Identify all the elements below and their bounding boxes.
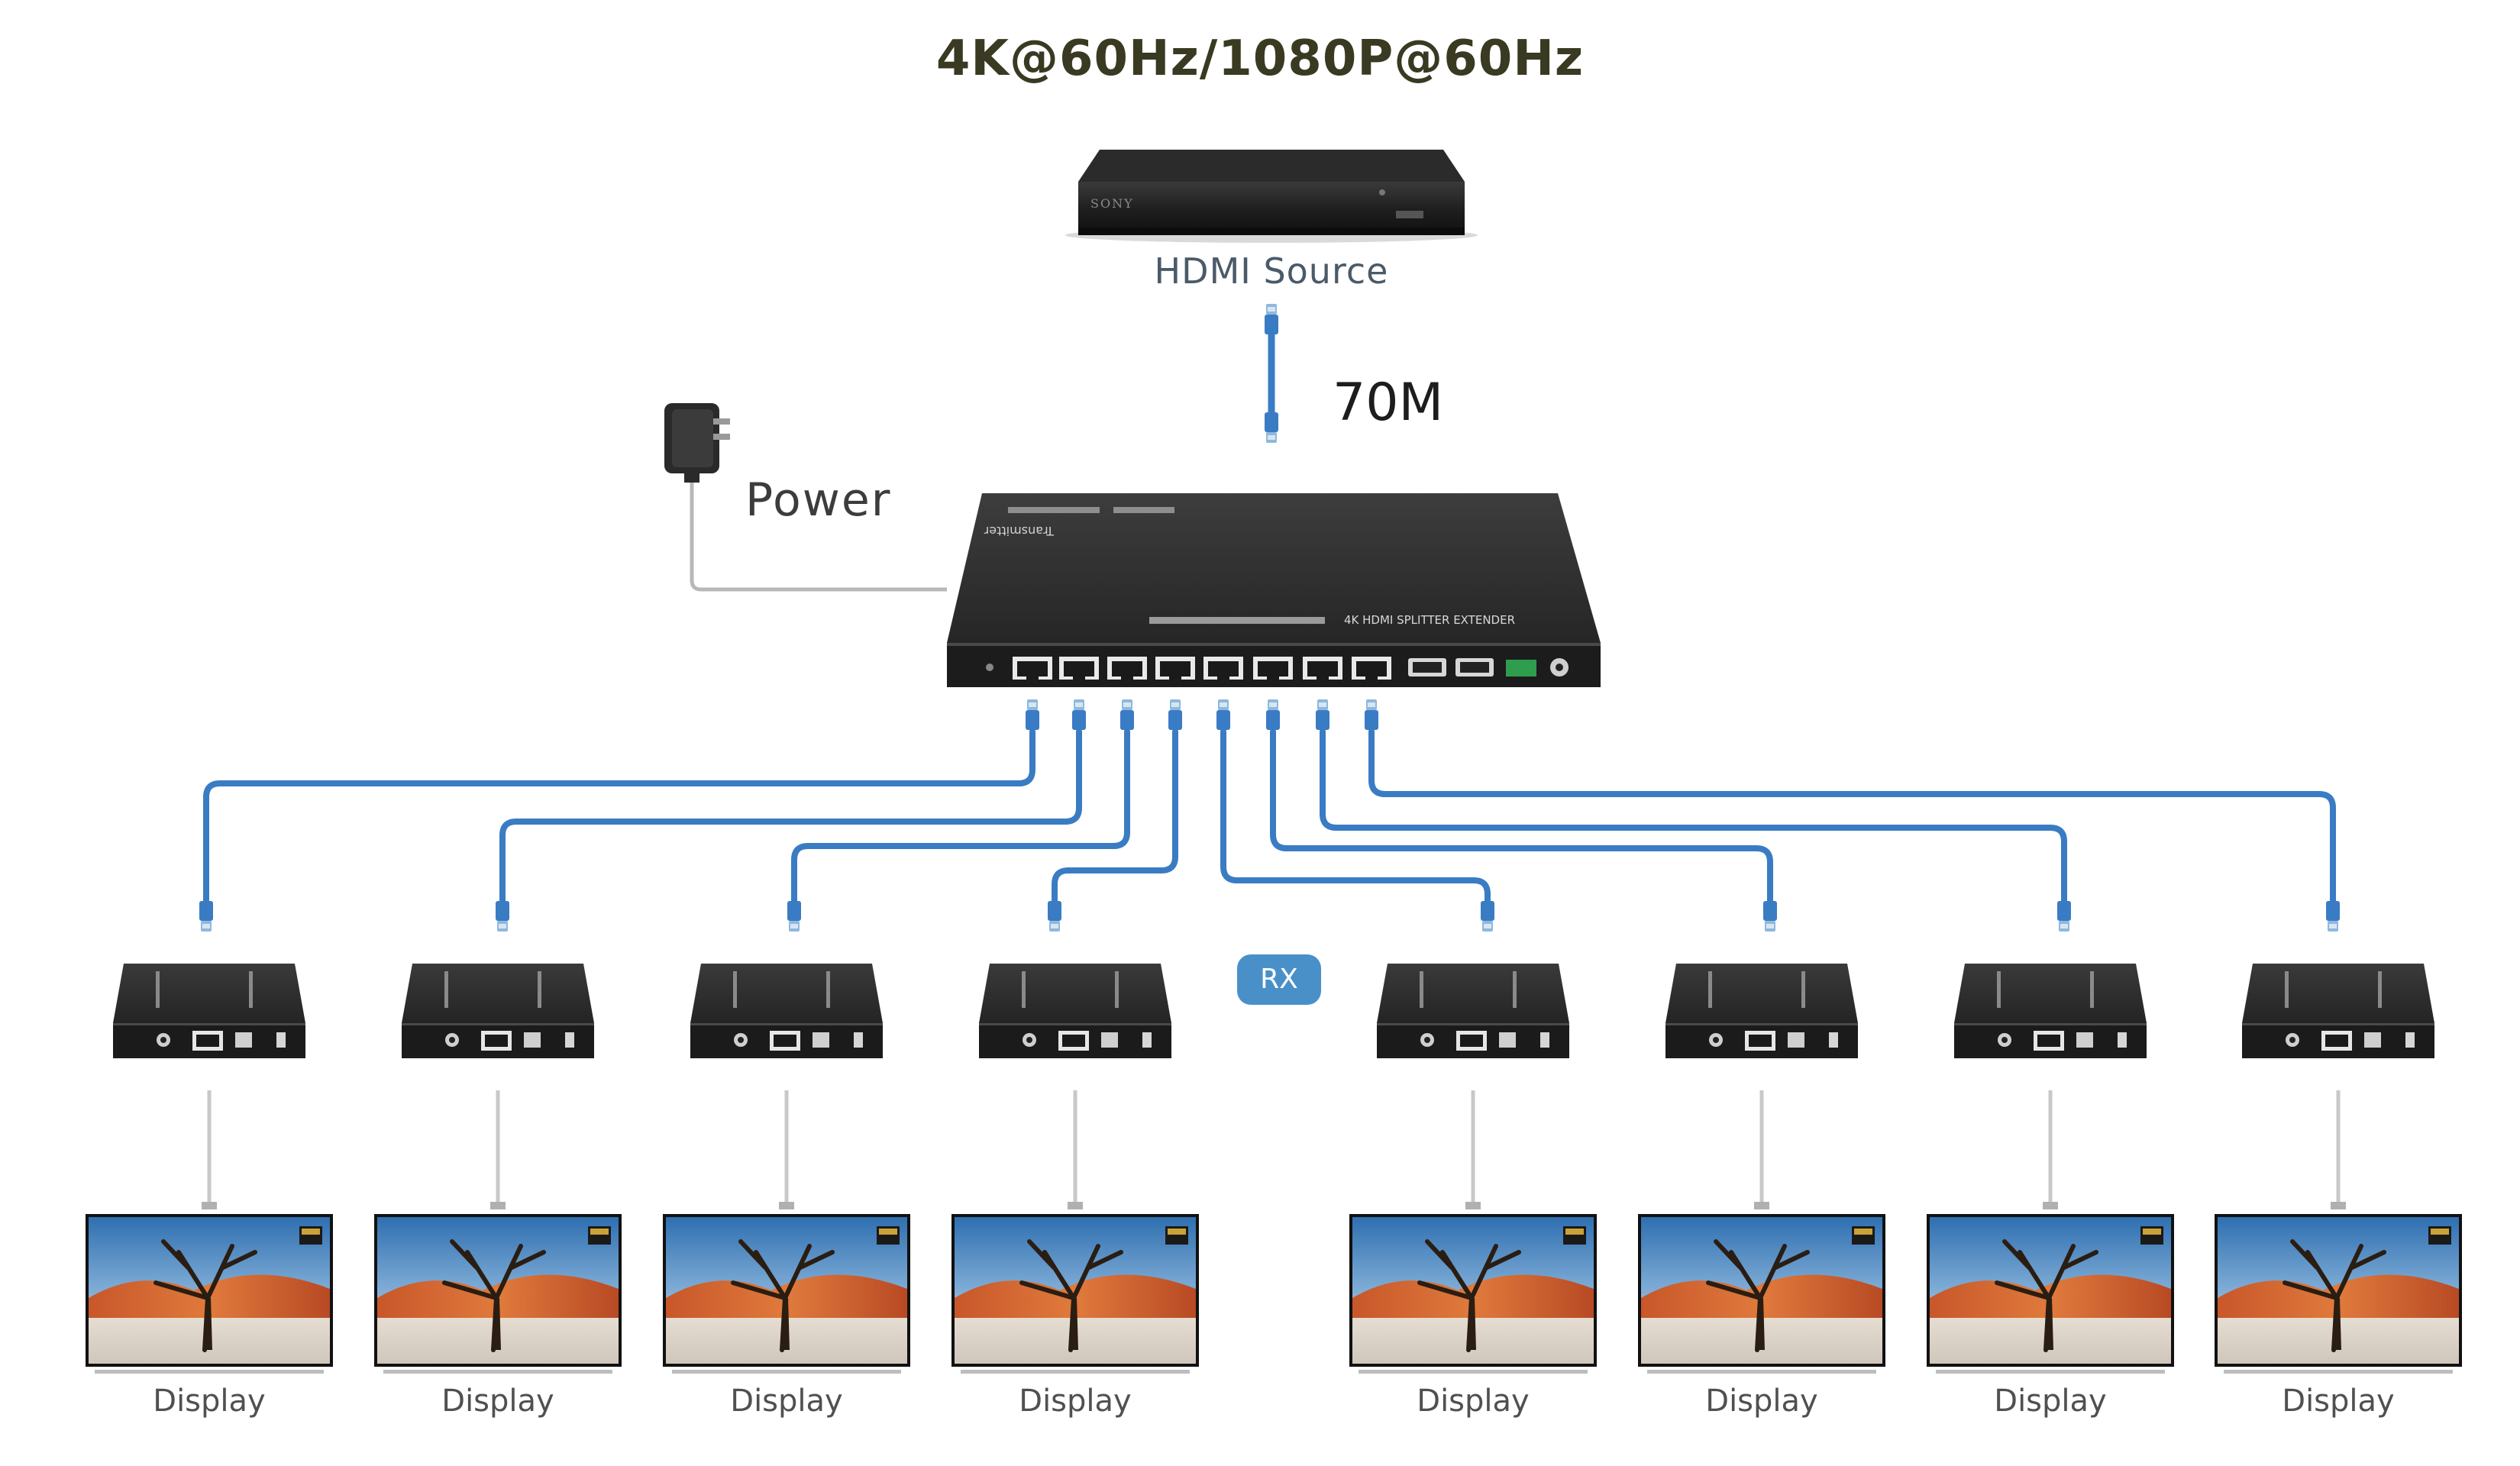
display-icon (951, 1214, 1199, 1374)
display-stand (2224, 1370, 2453, 1374)
rj45-plug-icon (1168, 699, 1182, 730)
transmitter-rj45-port (1013, 657, 1052, 680)
receiver-unit-icon (2242, 964, 2434, 1058)
rj45-plug-icon (1026, 699, 1039, 730)
rj45-plug-icon (2326, 901, 2340, 932)
rj45-plug-icon (1266, 699, 1280, 730)
display-icon (663, 1214, 910, 1374)
top-label-text: Transmitter (984, 524, 1055, 538)
display-label: Display (2282, 1384, 2395, 1419)
front-label-plate (1149, 617, 1325, 624)
terminal-block (1506, 660, 1536, 676)
display-icon (1927, 1214, 2174, 1374)
receiver-unit-icon (113, 964, 305, 1058)
rj45-plug-icon (1216, 699, 1230, 730)
receiver-cable (1368, 728, 2336, 904)
power-adapter-icon (664, 403, 947, 592)
display-stand (383, 1370, 612, 1374)
receiver-unit-icon (1377, 964, 1569, 1058)
rj45-plug-icon (1365, 699, 1378, 730)
receiver-cable (1220, 728, 1491, 904)
receiver-cable (1320, 728, 2067, 904)
display-icon (1638, 1214, 1885, 1374)
status-led (986, 664, 993, 671)
transmitter-rj45-port (1155, 657, 1195, 680)
receiver-unit-icon (1665, 964, 1858, 1058)
display-stand (95, 1370, 324, 1374)
cable-layer (199, 304, 2346, 1209)
source-brand-text: SONY (1090, 196, 1134, 211)
transmitter-rj45-port (1303, 657, 1342, 680)
display-stand (1359, 1370, 1588, 1374)
display-label: Display (730, 1384, 843, 1419)
receiver-cable (499, 728, 1082, 904)
diagram-title: 4K@60Hz/1080P@60Hz (935, 31, 1585, 87)
display-stand (672, 1370, 901, 1374)
display-icon (374, 1214, 622, 1374)
rj45-plug-icon (1481, 901, 1494, 932)
distance-label: 70M (1333, 373, 1444, 433)
rj45-plug-icon (199, 901, 213, 932)
transmitter-rj45-port (1059, 657, 1099, 680)
display-label: Display (153, 1384, 266, 1419)
display-label: Display (1705, 1384, 1818, 1419)
rj45-plug-icon (2057, 901, 2071, 932)
rj45-plug-icon (1265, 412, 1278, 443)
front-label-text: 4K HDMI SPLITTER EXTENDER (1344, 613, 1515, 627)
receiver-unit-icon (1954, 964, 2147, 1058)
display-stand (961, 1370, 1190, 1374)
receiver-cable (203, 728, 1035, 904)
rj45-plug-icon (1120, 699, 1134, 730)
hdmi-splitter-extender-icon: 4K HDMI SPLITTER EXTENDER Transmitter (947, 493, 1601, 687)
device-layer: SONY 4K HDMI SPLITTER EXTENDER Transmitter (86, 150, 2462, 1374)
rj45-plug-icon (787, 901, 801, 932)
power-cord (690, 457, 947, 592)
rj45-plug-icon (1048, 901, 1061, 932)
receiver-cable (1270, 728, 1773, 904)
receiver-unit-icon (979, 964, 1171, 1058)
display-label: Display (1019, 1384, 1132, 1419)
display-icon (86, 1214, 333, 1374)
rj45-plug-icon (1265, 304, 1278, 334)
display-label: Display (1994, 1384, 2107, 1419)
transmitter-rj45-port (1203, 657, 1243, 680)
display-icon (1349, 1214, 1597, 1374)
receiver-unit-icon (690, 964, 883, 1058)
rj45-plug-icon (496, 901, 509, 932)
transmitter-rj45-port (1352, 657, 1391, 680)
rj45-plug-icon (1316, 699, 1329, 730)
display-icon (2215, 1214, 2462, 1374)
receiver-cable (791, 728, 1130, 904)
display-label: Display (1417, 1384, 1530, 1419)
display-stand (1647, 1370, 1876, 1374)
rj45-plug-icon (1763, 901, 1777, 932)
receiver-unit-icon (402, 964, 594, 1058)
rj45-plug-icon (1072, 699, 1086, 730)
display-label: Display (441, 1384, 554, 1419)
rx-badge: RX (1237, 954, 1321, 1005)
bluray-player-icon: SONY (1065, 150, 1478, 243)
transmitter-rj45-port (1253, 657, 1293, 680)
receiver-cable (1052, 728, 1178, 904)
transmitter-rj45-port (1107, 657, 1147, 680)
power-label: Power (745, 473, 892, 527)
hdmi-source-label: HDMI Source (1154, 250, 1389, 292)
display-stand (1936, 1370, 2165, 1374)
